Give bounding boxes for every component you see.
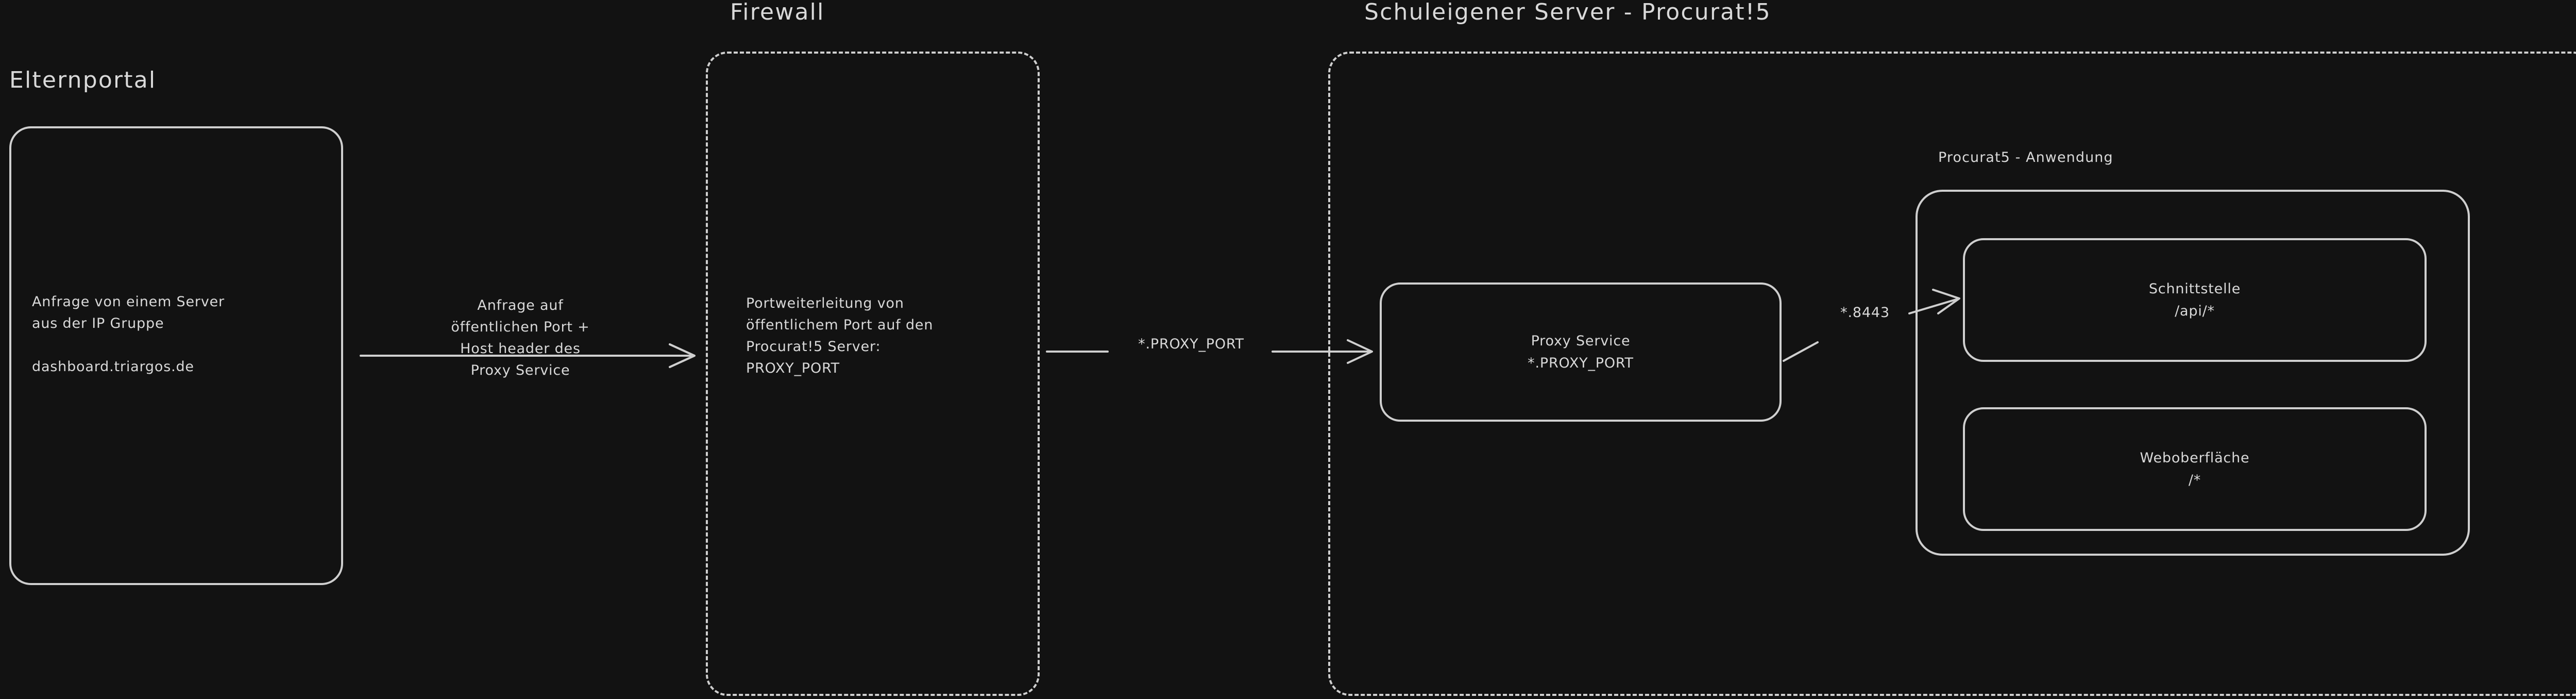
group-title-anwendung: Procurat5 - Anwendung <box>1938 149 2113 165</box>
node-proxy-service[interactable] <box>1380 282 1782 422</box>
container-server <box>1328 52 2576 696</box>
weboberflaeche-path: /* <box>2188 472 2201 488</box>
proxy-service-port: *.PROXY_PORT <box>1528 355 1634 371</box>
group-title-server: Schuleigener Server - Procurat!5 <box>1364 0 1771 25</box>
schnittstelle-title: Schnittstelle <box>2148 280 2241 297</box>
proxy-service-title: Proxy Service <box>1531 332 1631 349</box>
node-proxy-service-label: Proxy Service *.PROXY_PORT <box>1380 282 1782 422</box>
node-weboberflaeche-label: Weboberfläche /* <box>1963 407 2427 531</box>
node-schnittstelle-label: Schnittstelle /api/* <box>1963 238 2427 362</box>
edge-label-elternportal-to-firewall: Anfrage auf öffentlichen Port + Host hea… <box>451 297 590 378</box>
edge-label-firewall-to-proxy: *.PROXY_PORT <box>1138 336 1244 352</box>
weboberflaeche-title: Weboberfläche <box>2140 450 2250 466</box>
elternportal-body-text: Anfrage von einem Server aus der IP Grup… <box>32 294 225 375</box>
group-title-elternportal: Elternportal <box>9 67 157 93</box>
schnittstelle-path: /api/* <box>2175 303 2215 319</box>
edge-label-proxy-to-schnittstelle: *.8443 <box>1840 305 1890 321</box>
firewall-body-text: Portweiterleitung von öffentlichem Port … <box>746 295 934 376</box>
container-elternportal <box>9 126 343 585</box>
group-title-firewall: Firewall <box>730 0 825 25</box>
node-schnittstelle[interactable] <box>1963 238 2427 362</box>
node-weboberflaeche[interactable] <box>1963 407 2427 531</box>
container-anwendung <box>1916 190 2470 556</box>
container-firewall <box>706 52 1040 696</box>
